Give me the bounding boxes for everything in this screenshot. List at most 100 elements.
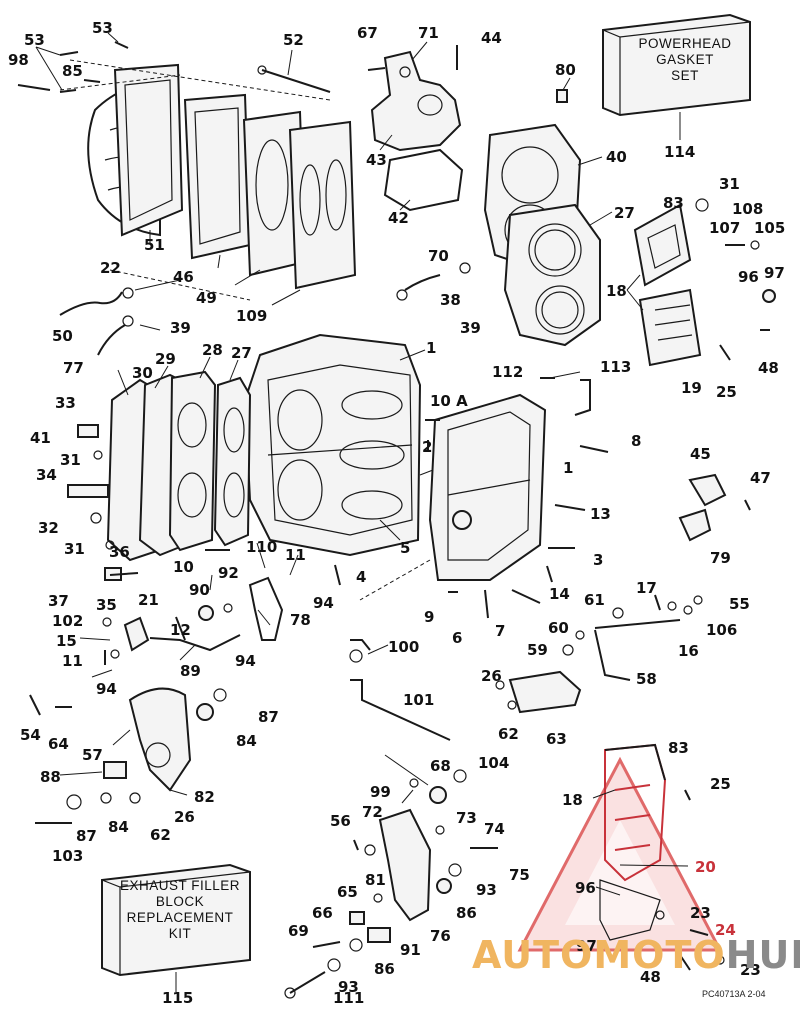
filler-kit-line1: EXHAUST FILLER	[120, 878, 240, 893]
label-64: 64	[48, 735, 69, 753]
label-11: 11	[285, 546, 306, 564]
watermark-triangle	[517, 756, 723, 952]
label-43: 43	[366, 151, 387, 169]
label-102: 102	[52, 612, 83, 630]
label-65: 65	[337, 883, 358, 901]
label-15: 15	[56, 632, 77, 650]
label-57: 57	[82, 746, 103, 764]
label-32: 32	[38, 519, 59, 537]
label-62: 62	[498, 725, 519, 743]
label-23: 23	[690, 904, 711, 922]
label-99: 99	[370, 783, 391, 801]
label-47: 47	[750, 469, 771, 487]
label-76: 76	[430, 927, 451, 945]
label-83: 83	[668, 739, 689, 757]
filler-kit-line3: REPLACEMENT	[127, 910, 234, 925]
label-14: 14	[549, 585, 570, 603]
label-80: 80	[555, 61, 576, 79]
label-56: 56	[330, 812, 351, 830]
label-50: 50	[52, 327, 73, 345]
label-84: 84	[108, 818, 129, 836]
label-97: 97	[576, 937, 597, 955]
label-1: 1	[563, 459, 573, 477]
label-25: 25	[710, 775, 731, 793]
label-79: 79	[710, 549, 731, 567]
label-8: 8	[631, 432, 641, 450]
filler-kit-line2: BLOCK	[156, 894, 204, 909]
right-brackets	[425, 377, 751, 714]
label-92: 92	[218, 564, 239, 582]
label-21: 21	[138, 591, 159, 609]
label-72: 72	[362, 803, 383, 821]
label-58: 58	[636, 670, 657, 688]
center-linkage	[284, 639, 498, 999]
label-69: 69	[288, 922, 309, 940]
label-60: 60	[548, 619, 569, 637]
label-26: 26	[481, 667, 502, 685]
label-91: 91	[400, 941, 421, 959]
label-17: 17	[636, 579, 657, 597]
label-18: 18	[606, 282, 627, 300]
label-39: 39	[170, 319, 191, 337]
watermark-hub: HUB	[726, 933, 800, 977]
label-3: 3	[593, 551, 603, 569]
label-68: 68	[430, 757, 451, 775]
label-104: 104	[478, 754, 509, 772]
label-63: 63	[546, 730, 567, 748]
label-113: 113	[600, 358, 631, 376]
part-labels: 98 53 53 85 52 67 71 44 80 43 40 42 27 3…	[8, 19, 785, 1007]
label-11: 11	[62, 652, 83, 670]
label-90: 90	[189, 581, 210, 599]
label-77: 77	[63, 359, 84, 377]
label-48: 48	[640, 968, 661, 986]
label-114: 114	[664, 143, 695, 161]
label-51: 51	[144, 236, 165, 254]
filler-kit-box: EXHAUST FILLER BLOCK REPLACEMENT KIT	[101, 863, 251, 992]
hoses-left	[59, 262, 471, 356]
watermark-logo: AUTOMOTOHUB	[472, 933, 800, 977]
label-87: 87	[76, 827, 97, 845]
label-28: 28	[202, 341, 223, 359]
label-66: 66	[312, 904, 333, 922]
label-84: 84	[236, 732, 257, 750]
label-5: 5	[400, 539, 410, 557]
label-46: 46	[173, 268, 194, 286]
label-82: 82	[194, 788, 215, 806]
filler-kit-line4: KIT	[169, 926, 192, 941]
label-30: 30	[132, 364, 153, 382]
label-48: 48	[758, 359, 779, 377]
label-111: 111	[333, 989, 364, 1007]
label-93: 93	[338, 978, 359, 996]
label-78: 78	[290, 611, 311, 629]
label-25: 25	[716, 383, 737, 401]
label-39: 39	[460, 319, 481, 337]
label-22: 22	[100, 259, 121, 277]
label-88: 88	[40, 768, 61, 786]
label-74: 74	[484, 820, 505, 838]
cylinder-block	[243, 333, 422, 557]
label-41: 41	[30, 429, 51, 447]
gasket-set-line3: SET	[671, 68, 699, 83]
label-81: 81	[365, 871, 386, 889]
cylinder-head-gaskets	[483, 123, 601, 347]
gasket-set-line1: POWERHEAD	[638, 36, 731, 51]
label-29: 29	[155, 350, 176, 368]
label-20: 20	[695, 858, 716, 876]
label-71: 71	[418, 24, 439, 42]
exhaust-cover-assembly	[59, 59, 357, 301]
small-parts-left	[67, 424, 341, 586]
label-9: 9	[424, 608, 434, 626]
svg-text:AUTOMOTOHUB: AUTOMOTOHUB	[472, 933, 800, 977]
label-83: 83	[663, 194, 684, 212]
label-67: 67	[357, 24, 378, 42]
reed-valve-assembly	[633, 198, 776, 367]
label-42: 42	[388, 209, 409, 227]
gasket-set-box: POWERHEAD GASKET SET	[602, 13, 751, 140]
label-105: 105	[754, 219, 785, 237]
label-44: 44	[481, 29, 502, 47]
label-6: 6	[452, 629, 462, 647]
gasket-set-line2: GASKET	[656, 52, 714, 67]
label-94: 94	[235, 652, 256, 670]
label-53: 53	[92, 19, 113, 37]
